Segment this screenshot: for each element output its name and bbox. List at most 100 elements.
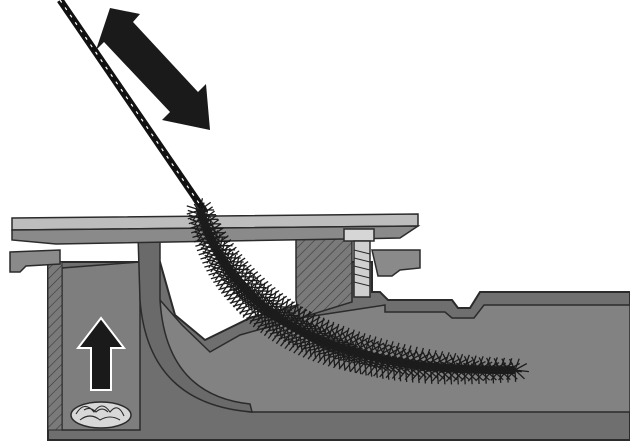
screw (343, 228, 375, 298)
brush-bristle (270, 300, 283, 321)
brush-bristle (470, 363, 486, 371)
brush-bristle (196, 244, 215, 252)
brush-bristle (317, 325, 339, 340)
brush-bristle (325, 326, 338, 348)
brush-bristle (302, 342, 328, 350)
brush-bristle (341, 345, 365, 356)
brush-bristle (386, 360, 390, 380)
brush-bristle (207, 218, 212, 233)
brush-bristle (514, 369, 517, 382)
brush-bristle (423, 348, 431, 367)
brush-bristle (440, 361, 458, 370)
brush-bristle (412, 358, 431, 368)
brush-bristle (432, 367, 451, 373)
brush-bristle (352, 357, 376, 364)
brush-bristle (234, 272, 247, 291)
brush-bristle (202, 250, 222, 259)
brush-bristle (258, 292, 272, 313)
left-rim (9, 249, 61, 273)
brush-bristle (358, 358, 382, 365)
brush-bristle (251, 287, 264, 307)
brush-bristle (220, 241, 226, 258)
brush-bristle (493, 358, 501, 371)
brush-bristle (378, 353, 400, 364)
brush-bristle (448, 361, 465, 370)
brush-bristle (456, 355, 465, 370)
brush-bristle (477, 369, 493, 374)
brush-bristle (322, 327, 344, 342)
brush-bristle (429, 366, 433, 384)
brush-bristle (282, 307, 296, 329)
brush-bristle (199, 201, 212, 211)
brush-bristle (247, 284, 261, 304)
brush-bristle (211, 265, 232, 274)
brush-bristle (315, 323, 328, 344)
brush-bristle (372, 352, 394, 362)
brush-bristle (193, 203, 203, 216)
brush-bristle (340, 354, 365, 361)
brush-bristle (222, 244, 229, 262)
brush-bristle (419, 359, 438, 368)
brush-bristle (197, 216, 207, 229)
brush-bristle (410, 366, 431, 372)
brush-bristle (233, 290, 247, 308)
brush-bristle (398, 356, 418, 366)
brush-bristle (397, 364, 418, 371)
brush-bristle (293, 334, 309, 354)
brush-bristle (318, 347, 343, 355)
brush-bristle (501, 358, 509, 371)
brush-bristle (247, 303, 271, 313)
brush-bristle (485, 369, 501, 374)
brush-bristle (211, 226, 217, 242)
brush-bristle (292, 338, 318, 346)
brush-bristle (405, 357, 425, 367)
brush-bristle (205, 214, 210, 229)
brush-bristle (391, 355, 412, 365)
brush-bristle (201, 223, 211, 238)
brush-bristle (215, 233, 221, 250)
brush-bristle (509, 358, 516, 371)
brush-bristle (287, 336, 314, 344)
brush-bristle (254, 289, 268, 310)
brush-bristles (186, 198, 529, 385)
brush-bristle (296, 314, 309, 336)
brush-bristle (353, 348, 376, 359)
brush-bristle (429, 350, 437, 367)
brush-bristle (514, 358, 520, 371)
brush-bristle (258, 310, 283, 321)
brush-bristle (231, 269, 244, 288)
brush-bristle (225, 248, 231, 266)
brush-bristle (365, 351, 388, 361)
brush-bristle (240, 278, 254, 298)
brush-bristle (195, 240, 213, 247)
brush-bristle (278, 305, 292, 326)
brush-bristle (199, 220, 209, 234)
brush-bristle (218, 275, 241, 285)
brush-bristle (359, 349, 382, 360)
brush-bristle (389, 344, 400, 363)
brush-bristle (218, 237, 224, 254)
brush-bristle (297, 340, 323, 348)
brush-bristle (288, 332, 305, 352)
brush-bristle (323, 349, 348, 357)
brush-bristle (449, 354, 458, 370)
brush-bristle (377, 361, 400, 368)
hatched-section (295, 229, 353, 319)
brush-bristle (230, 288, 253, 298)
brush-bristle (502, 363, 516, 371)
brush-bristle (369, 356, 373, 377)
brush-bristle (331, 323, 340, 346)
brush-bristle (244, 281, 257, 301)
brush-bristle (297, 336, 314, 356)
brush-bristle (213, 269, 235, 278)
brush-bristle (290, 311, 312, 326)
side-rims (9, 249, 421, 277)
brush-bristle (492, 370, 495, 384)
brush-bristle (262, 295, 275, 316)
brush-bristle (439, 368, 458, 374)
brush-bristle (224, 282, 247, 292)
brush-bristle (286, 309, 308, 324)
brush-bristle (346, 355, 370, 363)
brush-bristle (208, 268, 229, 276)
brush-bristle (200, 202, 205, 215)
